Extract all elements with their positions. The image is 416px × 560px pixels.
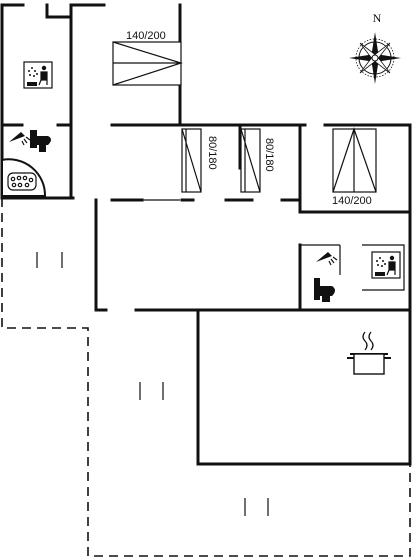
sauna-icon bbox=[23, 61, 53, 89]
bed-2-shape bbox=[181, 128, 202, 193]
hot-tub-icon bbox=[0, 158, 47, 197]
bed-4-label: 140/200 bbox=[332, 195, 372, 207]
terrace-outline bbox=[1, 198, 411, 557]
terraces bbox=[1, 198, 411, 557]
compass-rose-icon bbox=[349, 32, 401, 84]
partitions bbox=[112, 199, 405, 291]
wall-niche bbox=[45, 3, 73, 19]
partition-sauna2 bbox=[362, 244, 405, 291]
bed-3-shape bbox=[240, 128, 261, 193]
bed-1-shape bbox=[112, 41, 183, 86]
wall-bath2 bbox=[298, 243, 412, 312]
wall-living-west bbox=[94, 198, 108, 312]
compass-north-label: N bbox=[373, 11, 382, 25]
toilet-icon bbox=[314, 278, 335, 302]
shower-icon bbox=[316, 252, 338, 266]
bed-4-shape bbox=[332, 127, 377, 193]
shower-icon bbox=[9, 132, 31, 146]
bed-2-label: 80/180 bbox=[206, 136, 218, 170]
sauna-icon bbox=[371, 251, 401, 279]
toilet-icon bbox=[30, 130, 51, 152]
bed-1-label: 140/200 bbox=[126, 30, 166, 42]
terrace-marker-icon bbox=[36, 252, 269, 516]
wall-kitchen bbox=[196, 308, 412, 466]
bed-3-label: 80/180 bbox=[263, 138, 275, 172]
walls bbox=[0, 3, 412, 466]
cooking-pot-icon bbox=[347, 331, 391, 375]
